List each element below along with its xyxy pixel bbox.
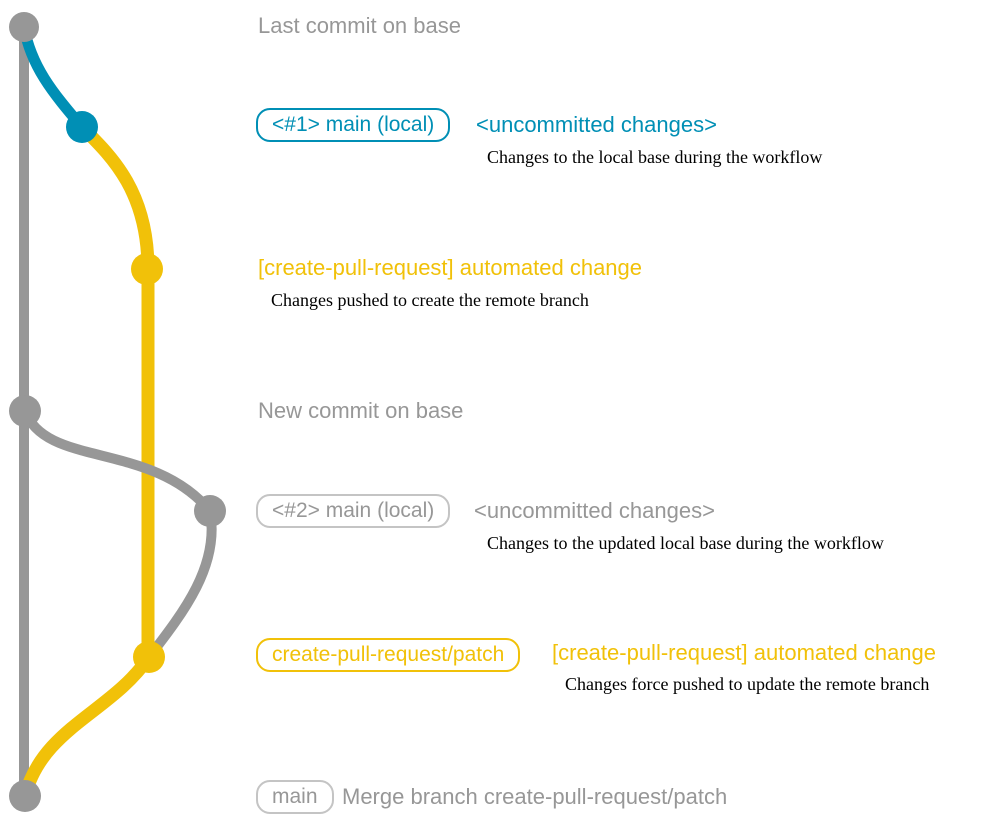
description-uncommitted-changes-2: Changes to the updated local base during… — [487, 533, 884, 553]
branch-tag-main-local-1: <#1> main (local) — [256, 108, 451, 142]
branch-tag-main: main — [256, 780, 334, 814]
description-automated-change-1: Changes pushed to create the remote bran… — [271, 290, 589, 310]
commit-dot-last-base — [9, 12, 39, 42]
patch-branch-merge-curve — [18, 653, 155, 798]
updated-base-branch-curve — [20, 408, 214, 515]
description-automated-change-2: Changes force pushed to update the remot… — [565, 674, 930, 694]
commit-dot-new-base — [9, 395, 41, 427]
message-merge-branch: Merge branch create-pull-request/patch — [342, 784, 728, 809]
git-graph — [9, 12, 226, 812]
commit-dot-automated-change-2 — [133, 641, 165, 673]
label-new-commit-on-base: New commit on base — [258, 398, 464, 423]
patch-branch-line — [77, 122, 155, 657]
branch-tag-create-pull-request-patch-label: create-pull-request/patch — [256, 638, 521, 672]
branch-tag-main-label: main — [256, 780, 334, 814]
message-automated-change-1: [create-pull-request] automated change — [258, 255, 643, 280]
branch-tag-main-local-2: <#2> main (local) — [256, 494, 451, 528]
label-last-commit-on-base: Last commit on base — [258, 13, 461, 38]
branch-tag-create-pull-request-patch: create-pull-request/patch — [256, 638, 521, 672]
branch-tag-main-local-2-label: <#2> main (local) — [256, 494, 451, 528]
updated-base-to-patch-curve — [145, 510, 217, 661]
branch-tag-main-local-1-label: <#1> main (local) — [256, 108, 451, 142]
message-uncommitted-changes-2: <uncommitted changes> — [474, 498, 715, 523]
commit-dot-merge — [9, 780, 41, 812]
commit-dot-automated-change-1 — [131, 253, 163, 285]
message-uncommitted-changes-1: <uncommitted changes> — [476, 112, 717, 137]
commit-dot-uncommitted-2 — [194, 495, 226, 527]
local-main-branch-curve — [18, 25, 87, 131]
message-automated-change-2: [create-pull-request] automated change — [552, 640, 937, 665]
description-uncommitted-changes-1: Changes to the local base during the wor… — [487, 147, 823, 167]
commit-dot-uncommitted-1 — [66, 111, 98, 143]
